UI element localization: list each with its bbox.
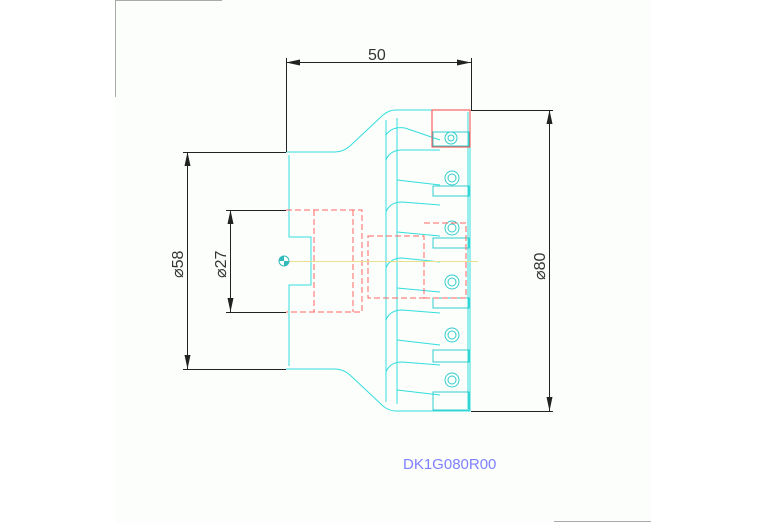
cutting-inserts [432, 131, 470, 411]
insert-3 [432, 220, 470, 249]
dimension-diameter-bore: ⌀27 [213, 250, 230, 278]
sheet-border [115, 0, 651, 522]
insert-1 [432, 131, 470, 147]
insert-5 [432, 327, 470, 363]
part-number-label: DK1G080R00 [403, 456, 497, 473]
insert-pocket-highlight [431, 109, 471, 148]
dimension-diameter-shank: ⌀58 [170, 250, 187, 278]
dimension-diameter-cutter: ⌀80 [532, 252, 549, 280]
dimension-arrows [184, 59, 553, 411]
cutter-body-outline [286, 109, 471, 412]
insert-2 [432, 170, 470, 197]
dimension-length: 50 [368, 47, 386, 64]
dimension-lines [183, 58, 553, 412]
origin-marker-icon [278, 255, 290, 267]
insert-6 [432, 372, 470, 411]
